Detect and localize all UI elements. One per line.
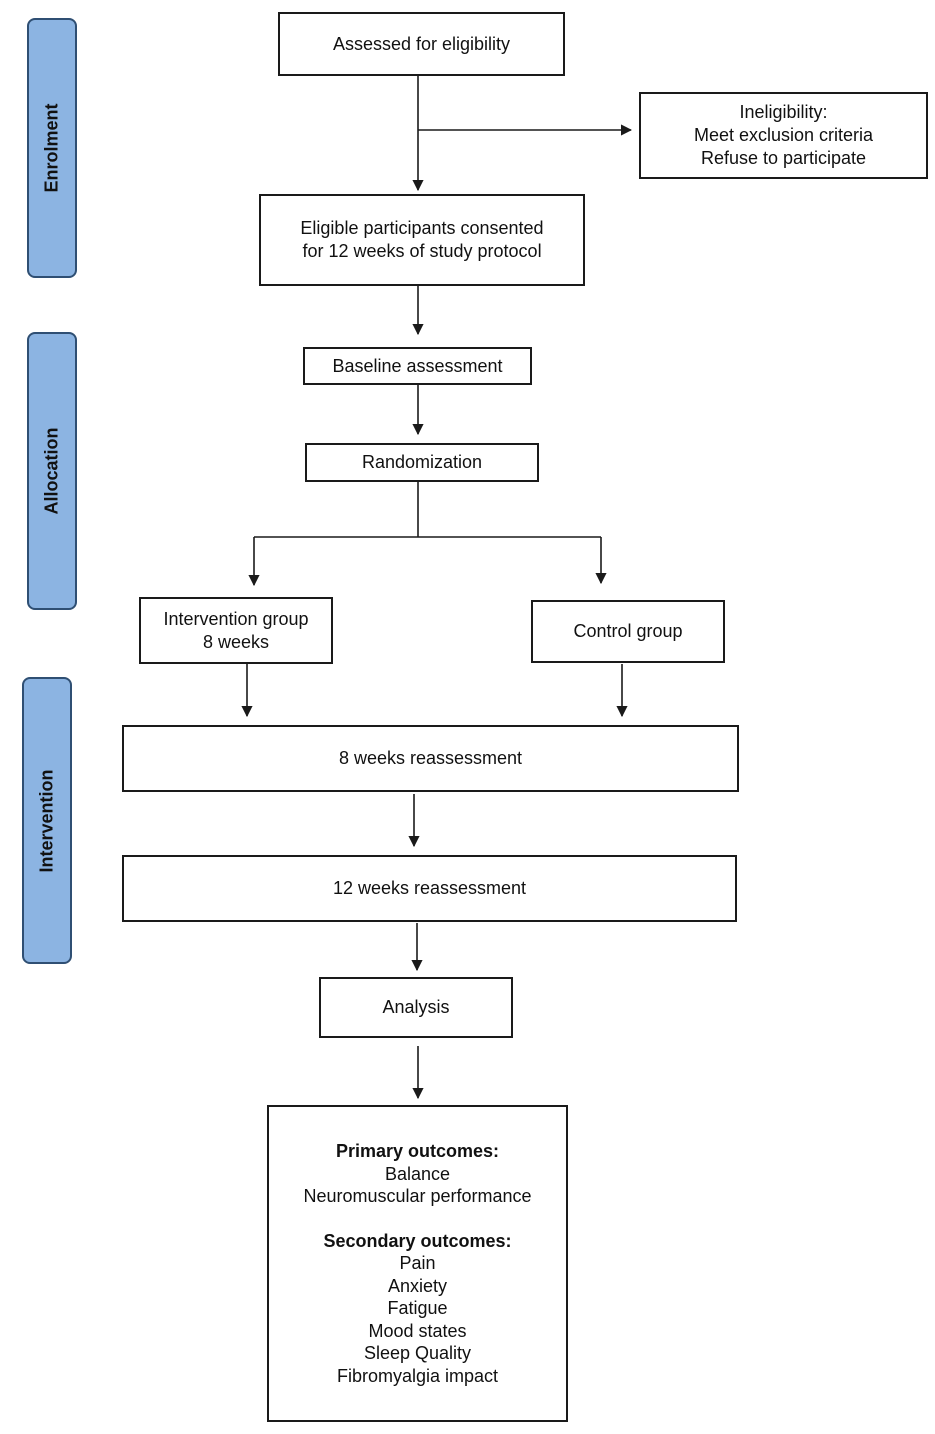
intervention-group-line2: 8 weeks bbox=[202, 631, 270, 652]
ineligibility-line2: Refuse to participate bbox=[700, 148, 867, 168]
box-analysis: Analysis bbox=[319, 977, 513, 1038]
baseline-text: Baseline assessment bbox=[332, 355, 503, 376]
assessed-text: Assessed for eligibility bbox=[332, 33, 511, 54]
analysis-text: Analysis bbox=[382, 997, 450, 1017]
control-group-text: Control group bbox=[573, 621, 683, 641]
box-outcomes: Primary outcomes: Balance Neuromuscular … bbox=[267, 1105, 568, 1422]
box-eligible-participants: Eligible participants consented for 12 w… bbox=[259, 194, 585, 286]
box-8-weeks-reassessment: 8 weeks reassessment bbox=[122, 725, 739, 792]
box-assessed-for-eligibility: Assessed for eligibility bbox=[278, 12, 565, 76]
secondary-outcome-item: Pain bbox=[399, 1253, 436, 1273]
randomization-text: Randomization bbox=[361, 452, 483, 472]
phase-intervention: Intervention bbox=[22, 677, 72, 964]
ineligibility-title: Ineligibility: bbox=[739, 102, 828, 122]
primary-outcome-item: Balance bbox=[384, 1163, 451, 1184]
box-ineligibility: Ineligibility: Meet exclusion criteria R… bbox=[639, 92, 928, 179]
intervention-group-line1: Intervention group bbox=[163, 608, 309, 629]
phase-allocation: Allocation bbox=[27, 332, 77, 610]
ineligibility-line1: Meet exclusion criteria bbox=[693, 125, 874, 145]
box-baseline-assessment: Baseline assessment bbox=[303, 347, 532, 385]
secondary-outcome-item: Mood states bbox=[368, 1320, 467, 1341]
eligible-line2: for 12 weeks of study protocol bbox=[302, 241, 542, 261]
box-randomization: Randomization bbox=[305, 443, 539, 482]
primary-outcomes-title: Primary outcomes: bbox=[335, 1141, 500, 1161]
primary-outcome-item: Neuromuscular performance bbox=[303, 1186, 532, 1206]
box-12-weeks-reassessment: 12 weeks reassessment bbox=[122, 855, 737, 922]
box-control-group: Control group bbox=[531, 600, 725, 663]
secondary-outcome-item: Fatigue bbox=[387, 1298, 448, 1318]
secondary-outcomes-title: Secondary outcomes: bbox=[323, 1230, 512, 1251]
secondary-outcome-item: Sleep Quality bbox=[363, 1343, 472, 1363]
phase-enrolment: Enrolment bbox=[27, 18, 77, 278]
secondary-outcome-item: Anxiety bbox=[387, 1275, 448, 1296]
reassess-8-text: 8 weeks reassessment bbox=[338, 748, 523, 768]
box-intervention-group: Intervention group 8 weeks bbox=[139, 597, 333, 664]
secondary-outcome-item: Fibromyalgia impact bbox=[336, 1365, 499, 1386]
reassess-12-text: 12 weeks reassessment bbox=[332, 878, 527, 898]
eligible-line1: Eligible participants consented bbox=[300, 218, 544, 238]
